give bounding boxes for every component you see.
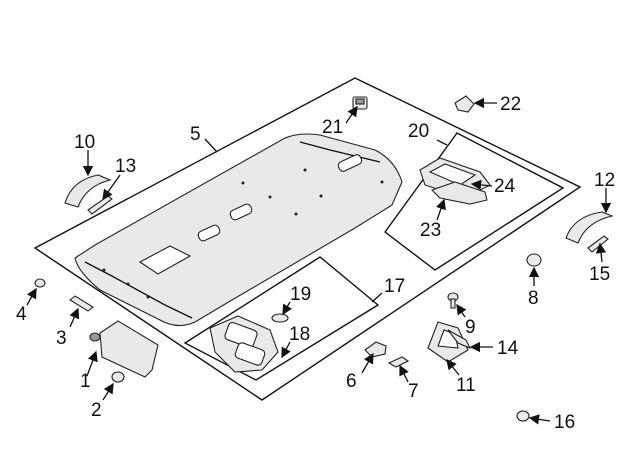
- cap-8: [526, 253, 542, 267]
- lamp-housing-18: [209, 315, 279, 373]
- callout-14: 14: [497, 338, 519, 359]
- callout-18: 18: [289, 324, 310, 345]
- trim-strip-3: [69, 295, 94, 312]
- callout-10: 10: [74, 132, 95, 153]
- callout-5: 5: [190, 124, 201, 145]
- bracket-13: [87, 195, 113, 215]
- bracket-22: [454, 95, 475, 113]
- callout-labels: 1 2 3 4 5 6 7 8 9 10 11 12 13 14 15 16 1…: [16, 94, 615, 433]
- headliner-panel: [74, 133, 403, 327]
- grab-handle-12: [565, 211, 614, 244]
- callout-7: 7: [408, 381, 419, 402]
- callout-3: 3: [56, 328, 67, 349]
- callout-20: 20: [408, 121, 429, 142]
- clip-7: [387, 356, 410, 368]
- callout-24: 24: [494, 176, 516, 197]
- assembly-outline: [33, 77, 582, 401]
- screw-16: [516, 410, 530, 422]
- callout-19: 19: [290, 284, 311, 305]
- callout-12: 12: [594, 170, 615, 191]
- visor-clip-2: [111, 371, 125, 383]
- grab-handle-10: [64, 174, 112, 208]
- clip-21: [352, 96, 368, 110]
- leader-lines: [26, 97, 612, 425]
- clip-6: [364, 341, 387, 358]
- callout-8: 8: [528, 288, 539, 309]
- callout-1: 1: [80, 371, 91, 392]
- callout-11: 11: [456, 375, 476, 396]
- callout-15: 15: [589, 264, 610, 285]
- callout-6: 6: [346, 371, 357, 392]
- callout-13: 13: [115, 156, 136, 177]
- callout-9: 9: [465, 317, 476, 338]
- fastener-9: [447, 292, 459, 309]
- callout-22: 22: [500, 94, 521, 115]
- callout-23: 23: [420, 220, 441, 241]
- callout-16: 16: [554, 412, 575, 433]
- callout-4: 4: [16, 304, 27, 325]
- callout-21: 21: [322, 117, 343, 138]
- clip-4: [34, 278, 46, 288]
- callout-17: 17: [384, 276, 405, 297]
- bracket-15: [587, 235, 609, 253]
- bulb-19: [271, 313, 289, 323]
- callout-2: 2: [91, 400, 102, 421]
- sun-visor-1: [89, 320, 159, 378]
- console-cover-24: [430, 181, 488, 205]
